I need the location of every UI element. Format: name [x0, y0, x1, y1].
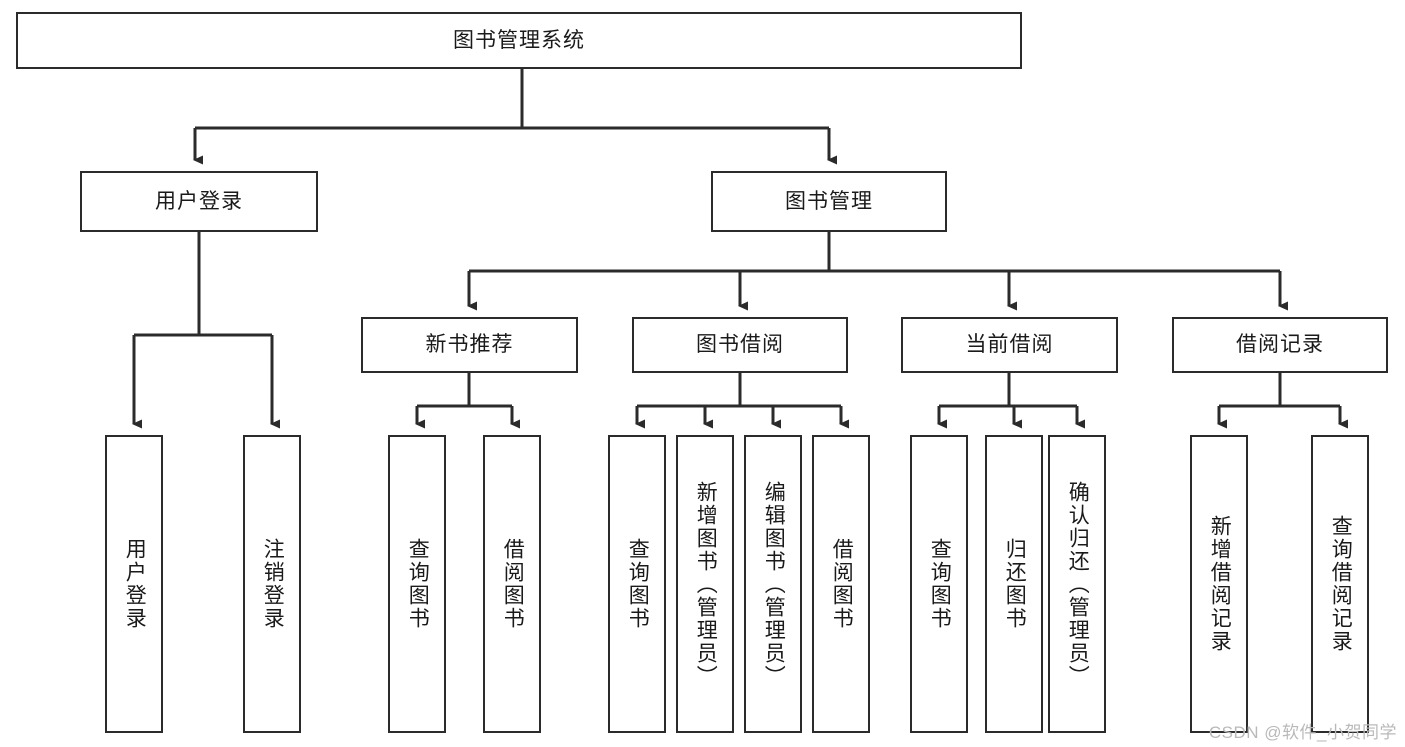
connector-book-manage-to-level3 [467, 232, 1288, 311]
leaf-confirm-return-label: 确认归还（管理员） [1066, 480, 1090, 688]
leaf-query-book-borrow-label: 查询图书 [626, 538, 650, 630]
leaf-query-borrow-record-label: 查询借阅记录 [1329, 515, 1353, 653]
leaf-query-book-borrow[interactable]: 查询图书 [608, 435, 666, 733]
leaf-add-book[interactable]: 新增图书（管理员） [676, 435, 734, 733]
leaf-query-book-recommend[interactable]: 查询图书 [388, 435, 446, 733]
leaf-add-borrow-record-label: 新增借阅记录 [1208, 515, 1232, 653]
leaf-return-book[interactable]: 归还图书 [985, 435, 1043, 733]
node-borrow-record-label: 借阅记录 [1236, 333, 1324, 357]
leaf-query-book-current-label: 查询图书 [928, 538, 952, 630]
leaf-query-borrow-record[interactable]: 查询借阅记录 [1311, 435, 1369, 733]
node-user-login[interactable]: 用户登录 [80, 171, 318, 232]
node-book-borrow-label: 图书借阅 [696, 333, 784, 357]
leaf-borrow-book-label: 借阅图书 [830, 538, 854, 630]
leaf-return-book-label: 归还图书 [1003, 538, 1027, 630]
connector-borrow-record-to-leaves [1217, 373, 1348, 429]
node-root[interactable]: 图书管理系统 [16, 12, 1022, 69]
leaf-user-login-label: 用户登录 [123, 538, 147, 630]
node-current-borrow-label: 当前借阅 [965, 333, 1054, 357]
connector-book-borrow-to-leaves [635, 373, 849, 429]
leaf-edit-book-label: 编辑图书（管理员） [762, 480, 786, 688]
leaf-borrow-book[interactable]: 借阅图书 [812, 435, 870, 733]
node-book-manage-label: 图书管理 [785, 189, 873, 213]
csdn-watermark: CSDN @软件_小贺同学 [1208, 723, 1397, 742]
node-new-book-recommend[interactable]: 新书推荐 [361, 317, 578, 373]
leaf-user-logout-label: 注销登录 [261, 538, 285, 630]
node-user-login-label: 用户登录 [155, 189, 243, 213]
node-borrow-record[interactable]: 借阅记录 [1172, 317, 1388, 373]
leaf-query-book-current[interactable]: 查询图书 [910, 435, 968, 733]
leaf-edit-book[interactable]: 编辑图书（管理员） [744, 435, 802, 733]
node-book-borrow[interactable]: 图书借阅 [632, 317, 848, 373]
connector-current-borrow-to-leaves [937, 373, 1085, 429]
node-current-borrow[interactable]: 当前借阅 [901, 317, 1118, 373]
leaf-borrow-book-recommend[interactable]: 借阅图书 [483, 435, 541, 733]
node-root-label: 图书管理系统 [453, 28, 585, 52]
leaf-confirm-return[interactable]: 确认归还（管理员） [1048, 435, 1106, 733]
node-new-book-recommend-label: 新书推荐 [425, 333, 514, 357]
connector-root-to-level2 [193, 69, 837, 165]
leaf-borrow-book-recommend-label: 借阅图书 [501, 538, 525, 630]
leaf-query-book-recommend-label: 查询图书 [406, 538, 430, 630]
connector-new-book-recommend-to-leaves [415, 373, 520, 429]
connector-user-login-to-leaves [132, 232, 280, 429]
node-book-manage[interactable]: 图书管理 [711, 171, 947, 232]
leaf-user-logout[interactable]: 注销登录 [243, 435, 301, 733]
leaf-add-book-label: 新增图书（管理员） [694, 480, 718, 688]
leaf-add-borrow-record[interactable]: 新增借阅记录 [1190, 435, 1248, 733]
leaf-user-login[interactable]: 用户登录 [105, 435, 163, 733]
